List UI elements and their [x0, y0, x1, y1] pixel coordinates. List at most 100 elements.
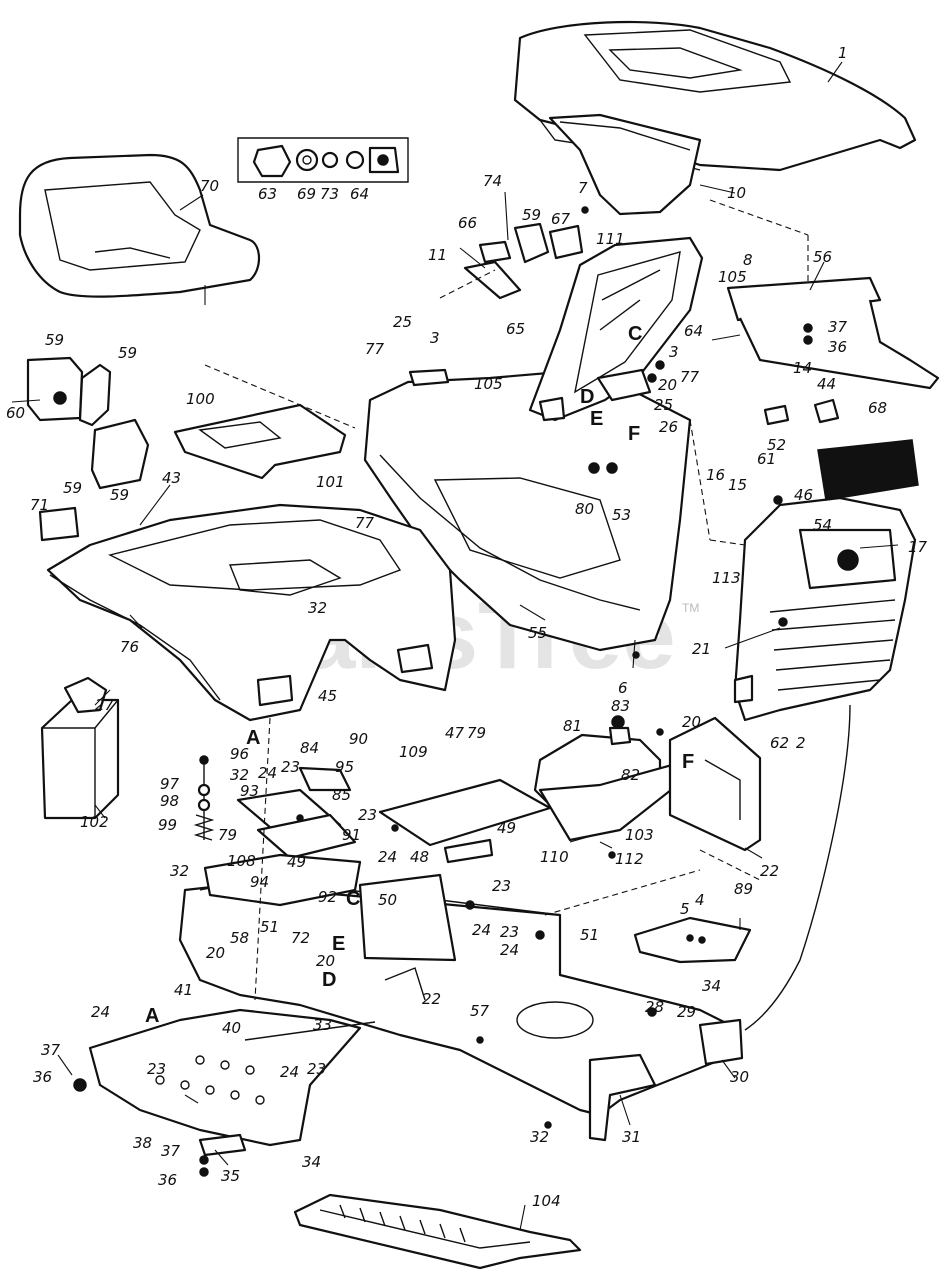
- assembly-lines: [254, 199, 809, 1001]
- part-number: 84: [300, 739, 319, 757]
- part-number: 56: [813, 248, 832, 266]
- part-number: 23: [500, 923, 519, 941]
- part-number: 59: [110, 486, 129, 504]
- part-number: 32: [170, 862, 189, 880]
- part-number: 20: [206, 944, 225, 962]
- part-number: 109: [399, 743, 428, 761]
- part-number: 23: [358, 806, 377, 824]
- dash-bracket: [711, 276, 940, 426]
- part-number: 23: [307, 1060, 326, 1078]
- reflector: [38, 506, 80, 542]
- ref-letter: D: [580, 386, 594, 408]
- part-number: 22: [760, 862, 779, 880]
- part-number: 59: [45, 331, 64, 349]
- part-number: 45: [318, 687, 337, 705]
- part-number: 94: [250, 873, 269, 891]
- part-number: 113: [712, 569, 741, 587]
- part-number: 93: [240, 782, 259, 800]
- part-number: 11: [428, 246, 447, 264]
- part-number: 52: [767, 436, 786, 454]
- part-number: 24: [258, 764, 277, 782]
- part-number: 3: [430, 329, 440, 347]
- part-number: 34: [702, 977, 721, 995]
- part-number: 20: [316, 952, 335, 970]
- hood: [513, 20, 917, 172]
- part-number: 98: [160, 792, 179, 810]
- part-number: 44: [817, 375, 836, 393]
- part-number: 37: [828, 318, 848, 336]
- part-number: 2: [796, 734, 806, 752]
- part-number: 58: [230, 929, 249, 947]
- part-number: 50: [378, 891, 397, 909]
- part-number: 82: [621, 766, 640, 784]
- part-number: 24: [91, 1003, 110, 1021]
- part-number: 103: [625, 826, 654, 844]
- part-number: 33: [313, 1016, 332, 1034]
- right-footrest: [633, 916, 752, 964]
- part-number: 47: [445, 724, 465, 742]
- part-number: 62: [770, 734, 789, 752]
- part-number: 100: [186, 390, 215, 408]
- ref-letter: D: [322, 969, 336, 991]
- part-number: 27: [95, 696, 115, 714]
- ref-letter: C: [628, 323, 642, 345]
- part-number: 26: [659, 418, 678, 436]
- part-number: 46: [794, 486, 813, 504]
- part-number: 77: [355, 514, 375, 532]
- headlight-lens: [817, 439, 919, 501]
- fuel-tank: [533, 715, 692, 842]
- part-number: 25: [393, 313, 412, 331]
- ref-letter: E: [590, 408, 603, 430]
- part-callouts: 1 10 7 56 8 105 37 36 14 44 68 52 61 46 …: [6, 44, 928, 1210]
- part-number: 10: [727, 184, 746, 202]
- seat-plate: [236, 766, 552, 864]
- part-number: 28: [645, 998, 664, 1016]
- column-brackets: [408, 222, 665, 422]
- part-number: 104: [532, 1192, 561, 1210]
- part-number: 32: [530, 1128, 549, 1146]
- part-number: 29: [677, 1003, 696, 1021]
- part-number: 101: [316, 473, 345, 491]
- grille: [733, 495, 917, 722]
- part-number: 112: [615, 850, 644, 868]
- part-number: 35: [221, 1167, 240, 1185]
- part-number: 23: [492, 877, 511, 895]
- part-number: 66: [458, 214, 477, 232]
- part-number: 91: [342, 826, 361, 844]
- part-number: 63: [258, 185, 277, 203]
- ref-letter: F: [682, 751, 694, 773]
- part-number: 8: [743, 251, 753, 269]
- part-number: 37: [41, 1041, 61, 1059]
- part-number: 32: [230, 766, 249, 784]
- ref-letter: C: [346, 888, 360, 910]
- ignition-parts: [237, 137, 409, 183]
- part-number: 41: [174, 981, 193, 999]
- part-number: 22: [422, 990, 441, 1008]
- hardware: [73, 206, 664, 1177]
- part-number: 43: [162, 469, 181, 487]
- part-number: 61: [757, 450, 776, 468]
- running-board: [88, 1008, 376, 1157]
- part-number: 7: [578, 179, 588, 197]
- part-number: 110: [540, 848, 569, 866]
- part-number: 76: [120, 638, 139, 656]
- callout-leaders: [57, 61, 899, 1231]
- part-number: 74: [483, 172, 502, 190]
- part-number: 24: [378, 848, 397, 866]
- part-number: 15: [728, 476, 747, 494]
- part-number: 73: [320, 185, 339, 203]
- part-number: 51: [260, 918, 279, 936]
- hood-bracket: [548, 113, 702, 216]
- part-number: 64: [684, 322, 703, 340]
- seat-bracket: [173, 364, 356, 480]
- part-number: 21: [692, 640, 711, 658]
- frame: [178, 873, 744, 1142]
- ref-letter: A: [145, 1005, 159, 1027]
- part-number: 105: [718, 268, 747, 286]
- part-number: 77: [365, 340, 385, 358]
- part-number: 37: [161, 1142, 181, 1160]
- part-number: 102: [80, 813, 109, 831]
- switch-cluster: [11, 356, 150, 490]
- part-number: 65: [506, 320, 525, 338]
